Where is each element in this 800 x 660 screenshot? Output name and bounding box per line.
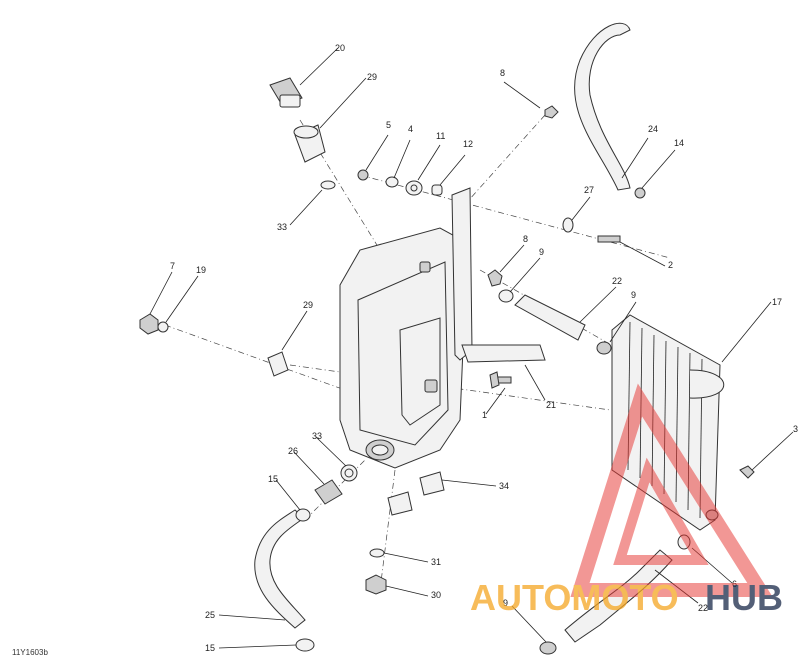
o-ring-top xyxy=(320,180,336,190)
callout-label: 30 xyxy=(431,590,441,600)
callout-label: 19 xyxy=(196,265,206,275)
bottom-fittings xyxy=(314,464,358,505)
callout-label: 4 xyxy=(408,124,413,134)
callout-label: 9 xyxy=(539,247,544,257)
callout-label: 11 xyxy=(436,131,445,141)
bracket xyxy=(451,187,546,363)
grommet-mid xyxy=(267,351,289,377)
callout-label: 22 xyxy=(698,603,708,613)
callout-label: 24 xyxy=(648,124,658,134)
hose-mid xyxy=(514,294,612,355)
watermark-brand-left: AUTOMOTO xyxy=(470,577,679,618)
callout-label: 31 xyxy=(431,557,441,567)
vent-hose xyxy=(574,22,646,199)
callout-label: 33 xyxy=(277,222,287,232)
callout-label: 20 xyxy=(335,43,345,53)
callout-label: 5 xyxy=(386,120,391,130)
callout-label: 25 xyxy=(205,610,215,620)
return-hose xyxy=(254,508,315,652)
callout-label: 3 xyxy=(793,424,798,434)
oil-tank xyxy=(339,227,466,469)
callout-label: 29 xyxy=(303,300,313,310)
callout-label: 14 xyxy=(674,138,684,148)
watermark-logo: AUTOMOTO HUB xyxy=(470,383,783,618)
callout-label: 9 xyxy=(503,598,508,608)
callout-label: 1 xyxy=(482,410,487,420)
callout-label: 7 xyxy=(170,261,175,271)
callout-label: 8 xyxy=(523,234,528,244)
leader-lines xyxy=(149,47,794,649)
callout-label: 8 xyxy=(500,68,505,78)
callout-label: 34 xyxy=(499,481,509,491)
figure-id: 11Y1603b xyxy=(12,648,48,657)
callout-label: 9 xyxy=(631,290,636,300)
callout-label: 33 xyxy=(312,431,322,441)
callout-labels: 20 29 33 5 4 11 12 8 24 14 27 2 8 9 22 9… xyxy=(170,43,798,653)
drain-plug-left xyxy=(139,313,169,335)
callout-label: 15 xyxy=(268,474,278,484)
callout-label: 29 xyxy=(367,72,377,82)
rubber-mounts xyxy=(387,471,445,516)
watermark-triangle-icon xyxy=(570,383,773,597)
fitting-bracket xyxy=(487,269,514,303)
callout-label: 15 xyxy=(205,643,215,653)
callout-label: 27 xyxy=(584,185,594,195)
callout-label: 12 xyxy=(463,139,473,149)
filler-cap xyxy=(269,77,303,108)
callout-label: 2 xyxy=(668,260,673,270)
drain-plug-bottom xyxy=(365,548,387,595)
callout-label: 22 xyxy=(612,276,622,286)
bolt xyxy=(489,371,512,389)
hardware-row xyxy=(357,105,621,243)
watermark-brand-right: HUB xyxy=(705,577,783,618)
callout-label: 21 xyxy=(546,400,556,410)
filler-neck xyxy=(293,124,326,163)
callout-label: 26 xyxy=(288,446,298,456)
callout-label: 17 xyxy=(772,297,782,307)
